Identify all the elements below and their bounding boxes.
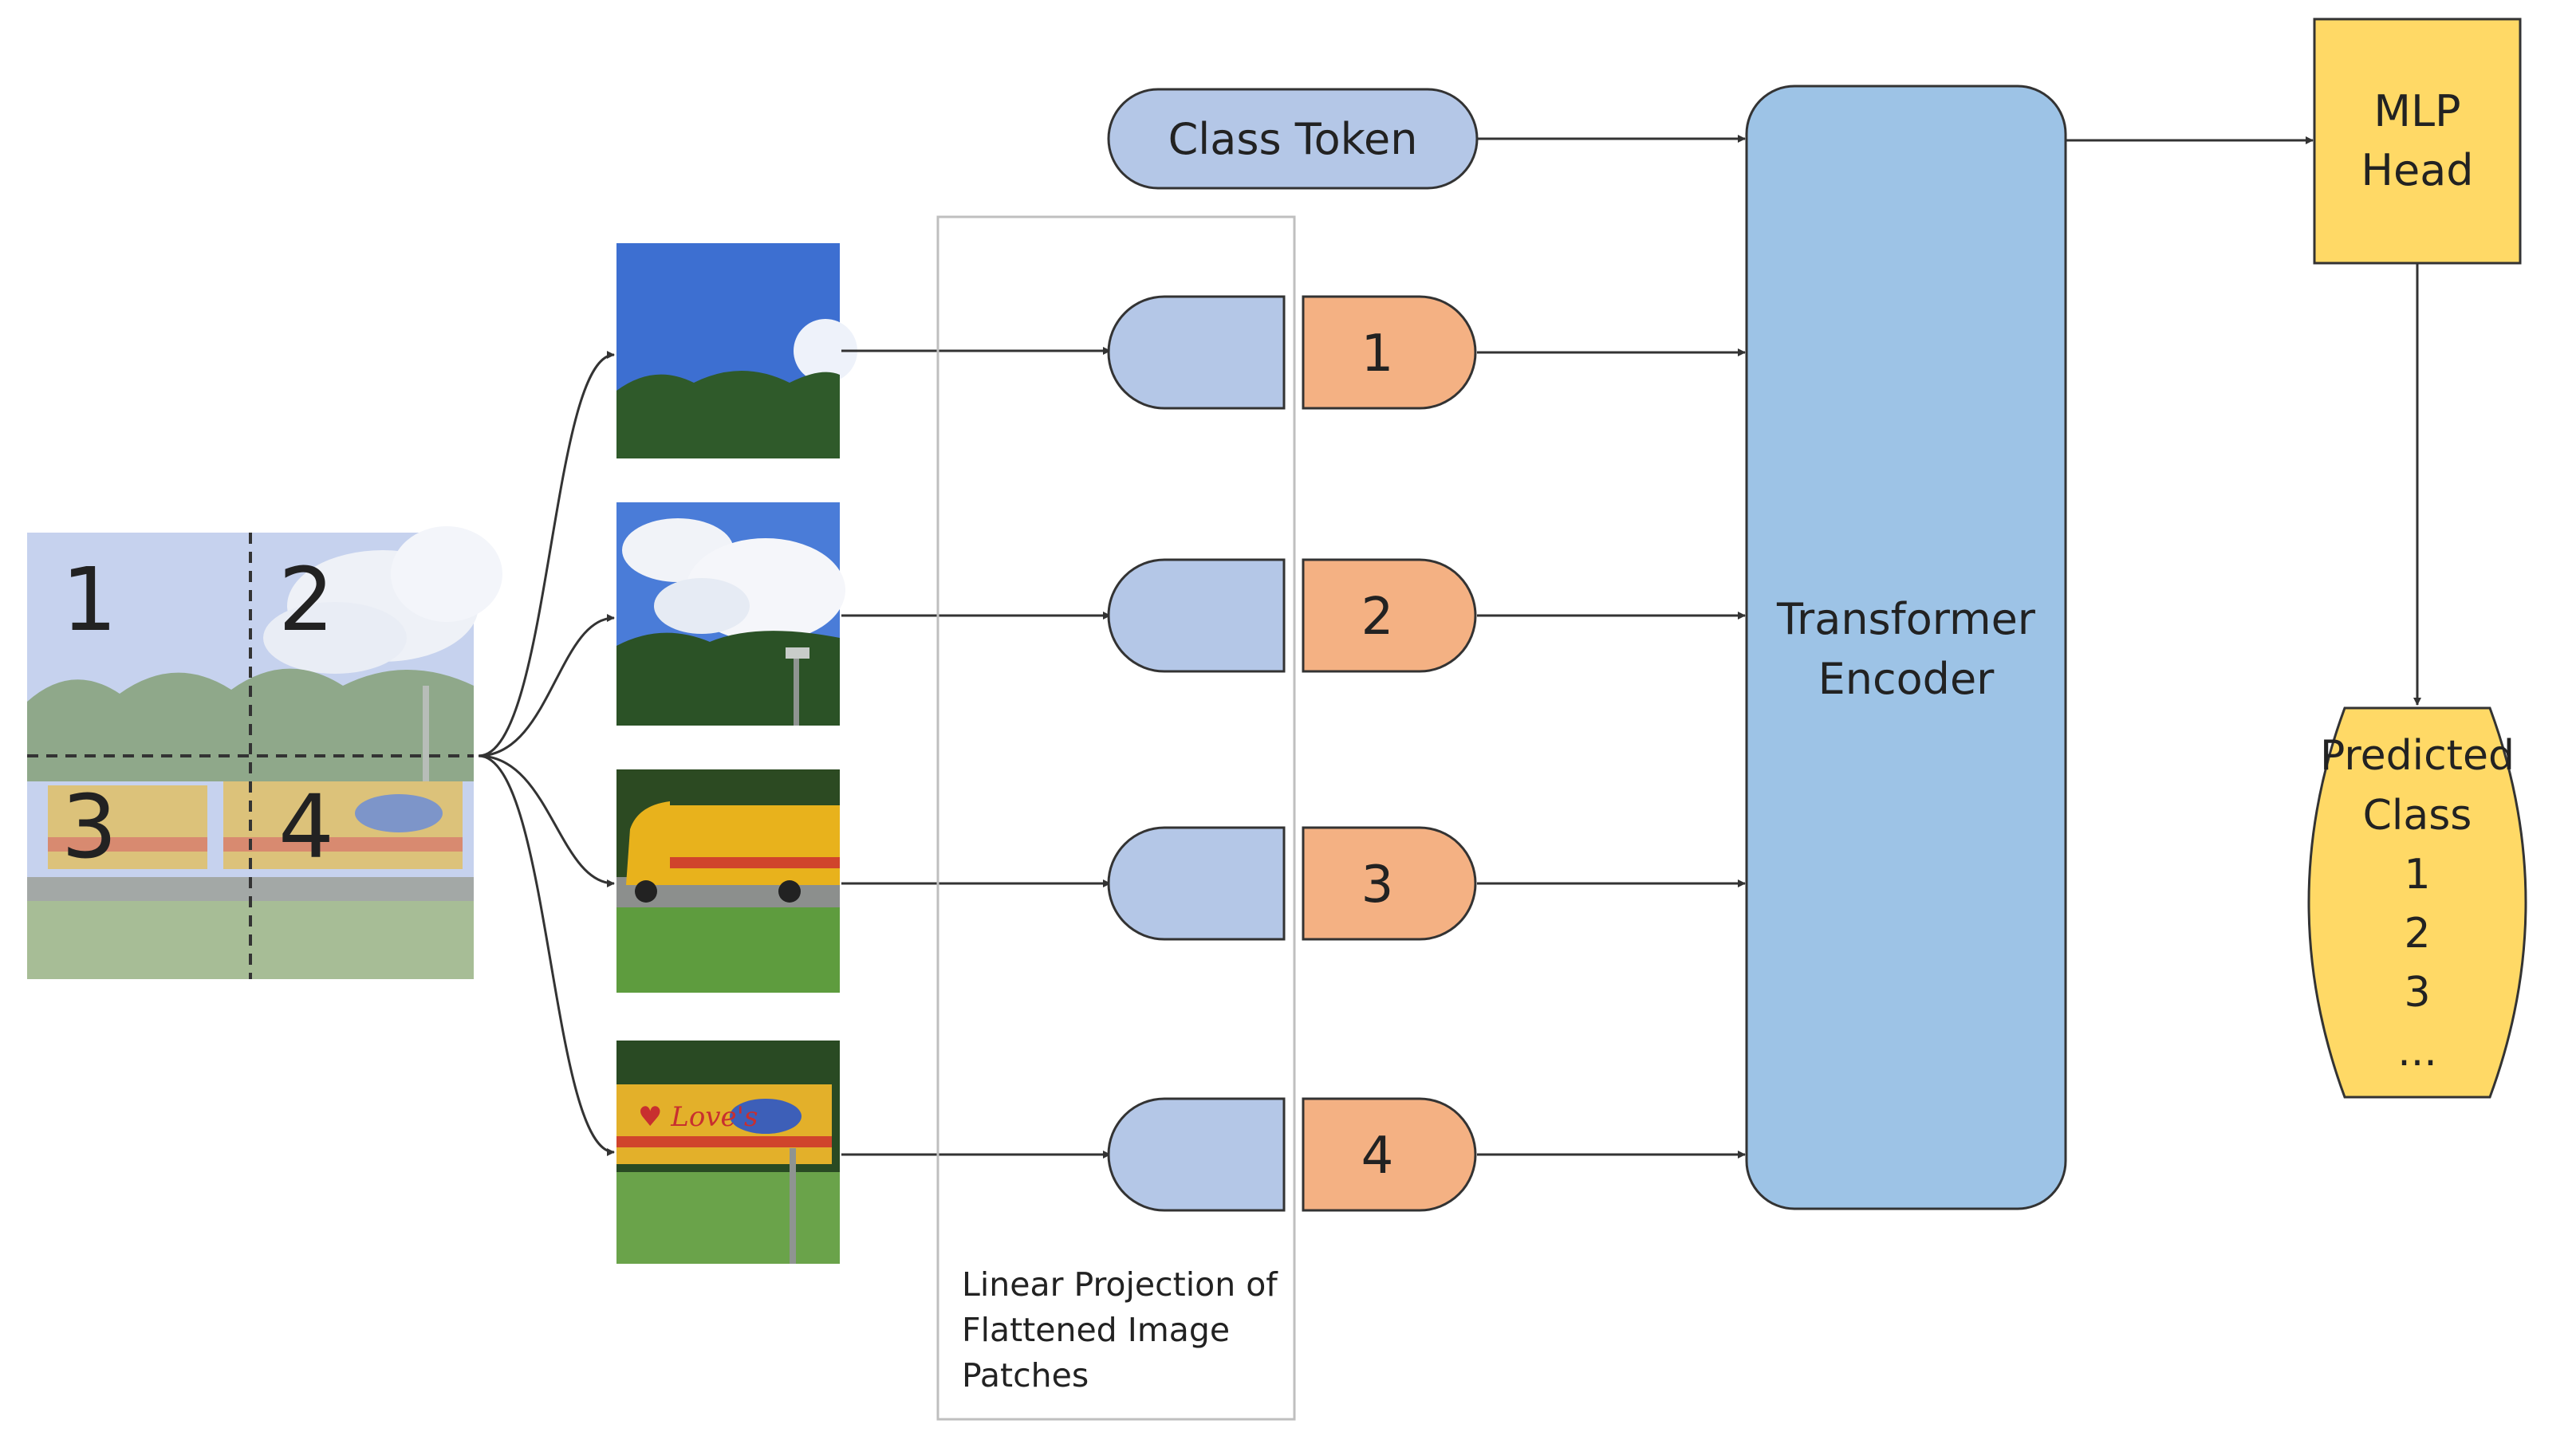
predicted-item-3: 3 — [2404, 969, 2430, 1017]
mlp-head: MLP Head — [2313, 18, 2522, 265]
split-arrow-2 — [478, 614, 615, 757]
split-arrow-4 — [478, 754, 615, 1156]
position-embedding-3 — [1302, 826, 1477, 941]
grid-number-1: 1 — [61, 549, 117, 651]
svg-text:♥ Love's: ♥ Love's — [638, 1101, 758, 1133]
embedding-1: 1 — [1107, 295, 1477, 410]
patch-image-2 — [616, 502, 845, 726]
projected-token-2 — [1107, 558, 1286, 673]
split-arrow-3 — [478, 754, 615, 887]
position-number-2: 2 — [1361, 588, 1394, 647]
embedding-4: 4 — [1107, 1097, 1477, 1212]
transformer-encoder: Transformer Encoder — [1745, 85, 2067, 1210]
projected-token-3 — [1107, 826, 1286, 941]
patch-image-3 — [616, 769, 840, 993]
split-arrow-1 — [478, 351, 615, 757]
embedding-3: 3 — [1107, 826, 1477, 941]
position-number-3: 3 — [1361, 856, 1394, 915]
predicted-label-line2: Class — [2363, 792, 2472, 840]
mlp-label-line1: MLP — [2373, 86, 2460, 136]
grid-number-4: 4 — [278, 776, 334, 878]
source-image: 1 2 3 4 — [27, 526, 502, 979]
position-embedding-1 — [1302, 295, 1477, 410]
projection-label-line3: Patches — [962, 1356, 1089, 1395]
linear-projection-box: Linear Projection of Flattened Image Pat… — [936, 215, 1296, 1421]
class-token-label: Class Token — [1168, 114, 1418, 164]
split-arrows — [478, 351, 615, 1156]
position-number-1: 1 — [1361, 325, 1394, 384]
predicted-item-1: 1 — [2404, 851, 2430, 899]
position-embedding-2 — [1302, 558, 1477, 673]
grid-number-2: 2 — [278, 549, 334, 651]
transformer-label-line1: Transformer — [1776, 594, 2036, 644]
patch-arrows — [841, 347, 1111, 1159]
transformer-label-line2: Encoder — [1818, 654, 1995, 704]
position-embedding-4 — [1302, 1097, 1477, 1212]
projected-token-1 — [1107, 295, 1286, 410]
grid-number-3: 3 — [61, 776, 117, 878]
position-number-4: 4 — [1361, 1127, 1394, 1186]
patch-image-1 — [616, 243, 857, 458]
predicted-item-2: 2 — [2404, 910, 2430, 958]
projected-token-4 — [1107, 1097, 1286, 1212]
class-token: Class Token — [1107, 88, 1479, 190]
mlp-label-line2: Head — [2361, 145, 2473, 195]
embedding-2: 2 — [1107, 558, 1477, 673]
predicted-label-line1: Predicted — [2320, 732, 2515, 780]
projection-label-line1: Linear Projection of — [962, 1265, 1278, 1304]
predicted-item-ellipsis: ... — [2397, 1028, 2437, 1076]
encoder-input-arrows — [1477, 135, 1746, 1159]
projection-label-line2: Flattened Image — [962, 1311, 1230, 1349]
patch-image-4: ♥ Love's — [616, 1041, 840, 1264]
predicted-class: Predicted Class 1 2 3 ... — [2307, 706, 2527, 1099]
